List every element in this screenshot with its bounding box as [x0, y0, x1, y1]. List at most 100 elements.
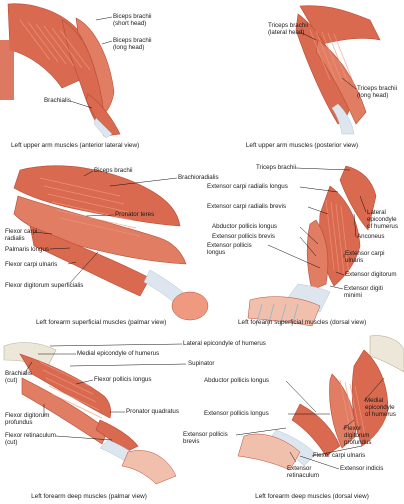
leader-line-biceps-long	[101, 40, 113, 45]
leader-line-lateral-epicondyle	[359, 195, 367, 213]
p6-fiber	[349, 383, 361, 435]
label-line: (long head)	[357, 92, 389, 99]
label-line: (cut)	[5, 439, 18, 446]
leader-line-abductor-pollicis-longus	[299, 226, 319, 245]
label-line: Abductor pollicis longus	[204, 377, 270, 384]
label-line: of humerus	[367, 223, 398, 230]
leader-line-supinator	[69, 363, 187, 367]
p3-fiber	[43, 185, 125, 205]
panel-caption-forearm-deep-palmar: Left forearm deep muscles (palmar view)	[31, 493, 147, 500]
p3-fiber	[51, 201, 133, 221]
p4-fiber	[340, 205, 350, 277]
label-abductor-pollicis-longus: Abductor pollicis longus	[212, 223, 277, 230]
leader-line-flexor-pollicis-longus	[75, 379, 94, 385]
p1-fiber	[27, 21, 59, 63]
label-line: Flexor digitorum superficialis	[5, 282, 84, 289]
leader-line-biceps-brachii	[83, 170, 94, 177]
label-brachialis-cut: Brachialis(cut)	[5, 370, 32, 384]
label-line: Abductor pollicis longus	[212, 223, 278, 230]
label-line: Flexor	[344, 425, 362, 432]
label-line: Flexor pollicis longus	[94, 376, 152, 383]
label-pronator-quadratus: Pronator quadratus	[126, 408, 179, 415]
leader-line-triceps-brachii	[295, 167, 351, 171]
label-line: (long head)	[113, 44, 145, 51]
p3-fiber	[59, 217, 141, 237]
label-line: Brachialis	[5, 370, 32, 377]
p4-fiber	[335, 203, 345, 275]
leader-line-ecr-longus	[299, 186, 339, 193]
p6-fiber	[339, 379, 351, 431]
label-line: Extensor carpi radialis longus	[207, 183, 288, 190]
label-extensor-pollicis-brevis: Extensor pollicis brevis	[212, 233, 275, 240]
label-line: Flexor carpi ulnaris	[313, 452, 366, 459]
deep-dorsal-central	[329, 373, 357, 449]
p5-fiber	[51, 393, 103, 419]
leader-line-brachioradialis	[109, 177, 178, 187]
label-line: of humerus	[365, 411, 396, 418]
p3-fiber	[39, 177, 121, 197]
panel-caption-upper-anterior: Left upper arm muscles (anterior lateral…	[11, 142, 140, 149]
label-line: epicondyle	[367, 216, 397, 223]
extensor-tendon-line	[267, 303, 275, 327]
leader-line-biceps-short	[95, 16, 113, 21]
label-ecr-brevis: Extensor carpi radialis brevis	[207, 203, 286, 210]
label-line: Extensor pollicis	[207, 242, 252, 249]
label-line: minimi	[344, 292, 362, 299]
p4-fiber	[325, 199, 335, 271]
p1-fiber	[19, 19, 51, 61]
p1-fiber	[35, 23, 67, 65]
leader-line-extensor-digitorum	[335, 271, 345, 276]
label-flexor-carpi-ulnaris: Flexor carpi ulnaris	[5, 261, 57, 268]
leader-line-extensor-indicis	[299, 455, 340, 470]
triceps-long-shape	[315, 39, 367, 125]
deep-flexor-mid	[21, 377, 109, 445]
p2-fiber	[315, 30, 337, 82]
label-brachialis: Brachialis	[44, 97, 71, 104]
p4-fiber	[330, 201, 340, 273]
label-biceps-short: Biceps brachii(short head)	[113, 13, 152, 27]
label-line: Supinator	[188, 360, 215, 367]
label-flexor-retinaculum-cut: Flexor retinaculum(cut)	[5, 432, 56, 446]
leader-line-extensor-pollicis-brevis-2	[235, 427, 287, 436]
p2-fiber	[309, 29, 331, 81]
label-line: epicondyle	[365, 404, 395, 411]
label-biceps-brachii: Biceps brachii	[94, 167, 133, 174]
leader-line-flexor-carpi-ulnaris	[67, 261, 77, 265]
p5-fiber	[48, 385, 100, 411]
triceps-brachii-lower	[339, 165, 377, 231]
leader-line-extensor-retinaculum	[289, 451, 297, 463]
leader-line-flexor-digitorum-superficialis	[69, 251, 99, 284]
label-line: Flexor digitorum	[5, 412, 50, 419]
label-line: Extensor pollicis	[183, 431, 228, 438]
label-flexor-pollicis-longus: Flexor pollicis longus	[94, 376, 151, 383]
chest-edge	[0, 40, 14, 100]
label-extensor-digitorum: Extensor digitorum	[345, 271, 397, 278]
label-flexor-digitorum-superficialis: Flexor digitorum superficialis	[5, 282, 83, 289]
label-line: retinaculum	[287, 472, 319, 479]
label-line: (cut)	[5, 377, 18, 384]
label-extensor-pollicis-longus-2: Extensor pollicis longus	[204, 410, 269, 417]
label-palmaris-longus: Palmaris longus	[5, 246, 49, 253]
label-line: profundus	[344, 439, 372, 446]
label-line: Extensor	[287, 465, 312, 472]
label-line: Medial	[365, 397, 384, 404]
p1-fiber	[59, 29, 91, 71]
p5-fiber	[39, 361, 91, 387]
label-triceps-long: Triceps brachii(long head)	[357, 85, 397, 99]
leader-line-abductor-pollicis-longus-2	[285, 380, 317, 413]
label-line: Biceps brachii	[94, 167, 133, 174]
palm-shape	[171, 291, 209, 321]
label-line: Anconeus	[357, 233, 385, 240]
label-line: (short head)	[113, 20, 147, 27]
leader-line-brachialis-cut	[23, 361, 33, 375]
label-line: Triceps brachii	[357, 85, 398, 92]
p1-fiber	[51, 27, 83, 69]
